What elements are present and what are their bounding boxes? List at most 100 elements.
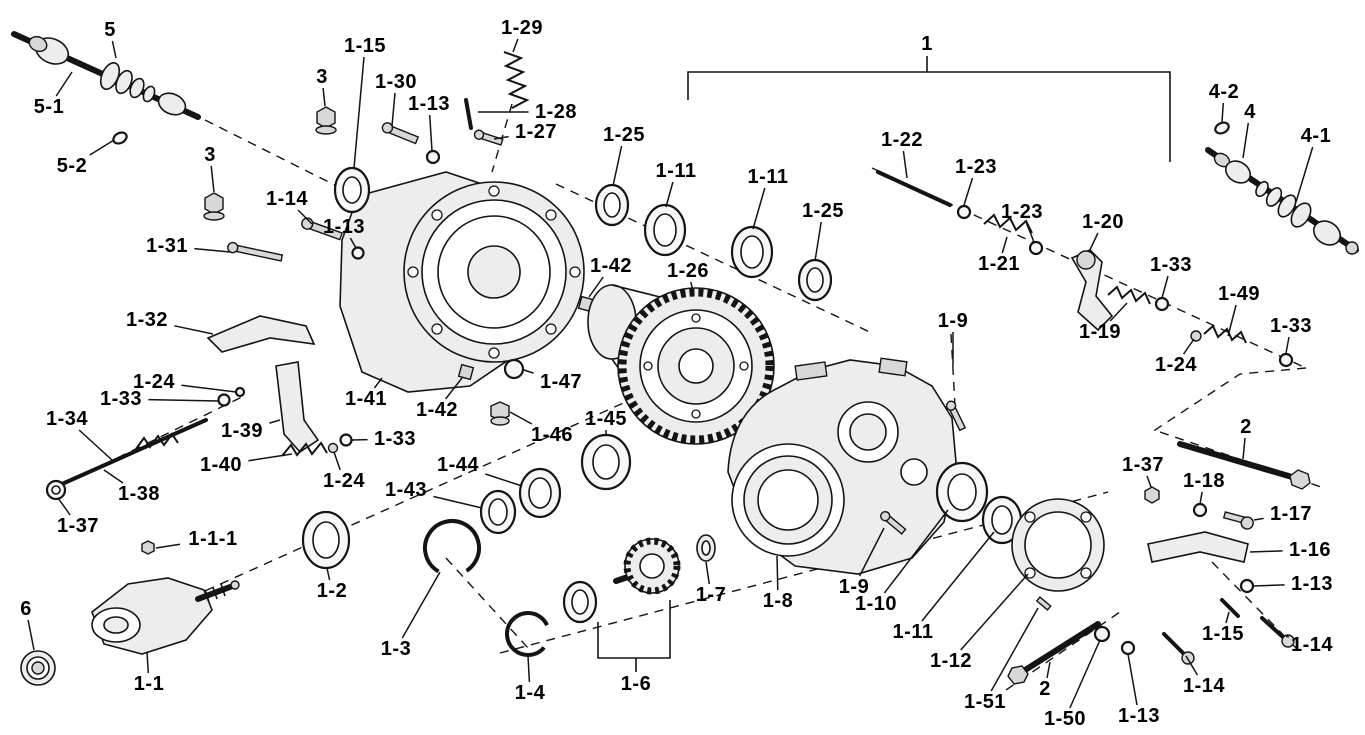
part-label-1-29: 1-29: [500, 17, 544, 39]
leader-line: [705, 561, 711, 585]
leader-line: [391, 92, 396, 127]
leader-line: [297, 209, 313, 225]
leader-line: [1253, 517, 1264, 521]
leader-line: [960, 573, 1029, 651]
leader-line: [401, 571, 441, 639]
part-label-1-46: 1-46: [530, 424, 574, 446]
part-label-2: 2: [1039, 678, 1051, 700]
leader-line: [333, 451, 341, 471]
part-label-1-37: 1-37: [56, 515, 100, 537]
leader-line: [103, 469, 124, 484]
part-label-1-16: 1-16: [1288, 539, 1332, 561]
leader-line: [523, 369, 534, 374]
part-label-1-13: 1-13: [1117, 705, 1161, 727]
part-label-1-19: 1-19: [1078, 321, 1122, 343]
leader-line: [111, 40, 117, 59]
leader-line: [1069, 639, 1101, 709]
part-label-5: 5: [104, 19, 116, 41]
leader-line: [248, 453, 293, 462]
input-yoke-group: [20, 433, 632, 686]
part-label-1-33: 1-33: [1269, 315, 1313, 337]
part-label-1-6: 1-6: [620, 673, 652, 695]
leader-line: [210, 165, 215, 193]
leader-line: [181, 384, 237, 393]
shift-rod-group: [876, 170, 1294, 368]
part-label-1-13: 1-13: [322, 216, 366, 238]
leader-line: [1285, 635, 1290, 638]
part-label-1-15: 1-15: [343, 35, 387, 57]
leader-line: [665, 181, 674, 208]
part-label-1-4: 1-4: [514, 682, 546, 704]
leader-line: [963, 177, 974, 206]
leader-line: [858, 527, 885, 577]
case-plugs: [457, 295, 595, 426]
leader-line: [1146, 475, 1152, 488]
leader-line: [690, 281, 695, 296]
part-label-1-8: 1-8: [762, 590, 794, 612]
part-label-5-1: 5-1: [33, 96, 65, 118]
leader-line: [752, 187, 766, 230]
part-label-1-51: 1-51: [963, 691, 1007, 713]
differential-assembly: [587, 284, 775, 445]
part-label-1-25: 1-25: [602, 124, 646, 146]
leader-line: [89, 139, 115, 156]
leader-line: [373, 377, 383, 389]
leader-line: [27, 619, 35, 651]
leader-line: [485, 473, 523, 487]
leader-line: [493, 135, 509, 140]
leader-line: [1001, 236, 1008, 254]
part-label-1-34: 1-34: [45, 408, 89, 430]
part-label-1-17: 1-17: [1269, 503, 1313, 525]
part-label-1-24: 1-24: [322, 470, 366, 492]
part-label-1-14: 1-14: [1182, 675, 1226, 697]
mounting-nuts: [203, 106, 337, 221]
leader-line: [269, 419, 281, 424]
leader-line: [445, 377, 463, 400]
part-label-1-28: 1-28: [534, 101, 578, 123]
leader-line: [326, 567, 331, 581]
leader-line: [509, 411, 533, 425]
part-label-1-14: 1-14: [1290, 634, 1334, 656]
part-label-1-12: 1-12: [929, 650, 973, 672]
part-label-1-3: 1-3: [380, 638, 412, 660]
part-label-1-31: 1-31: [145, 235, 189, 257]
part-label-1-1-1: 1-1-1: [188, 528, 238, 550]
part-label-1-33: 1-33: [99, 388, 143, 410]
leader-line: [1285, 336, 1290, 354]
part-label-4: 4: [1244, 101, 1256, 123]
part-label-3: 3: [204, 144, 216, 166]
leader-line: [322, 87, 326, 107]
part-label-1-50: 1-50: [1043, 708, 1087, 730]
leader-line: [588, 276, 604, 298]
part-label-1-41: 1-41: [344, 388, 388, 410]
part-label-1-49: 1-49: [1217, 283, 1261, 305]
part-label-1-9: 1-9: [838, 576, 870, 598]
leader-line: [55, 71, 73, 97]
part-label-1-21: 1-21: [977, 253, 1021, 275]
part-label-5-2: 5-2: [56, 155, 88, 177]
part-label-1-14: 1-14: [265, 188, 309, 210]
front-gear-case: [333, 166, 585, 393]
through-bolts: [1007, 441, 1311, 685]
part-label-1-33: 1-33: [373, 428, 417, 450]
part-label-1-18: 1-18: [1182, 470, 1226, 492]
left-drive-shaft: [11, 31, 201, 145]
part-label-1-37: 1-37: [1121, 454, 1165, 476]
leader-line: [1046, 661, 1051, 679]
leader-line: [1199, 491, 1203, 505]
part-label-1-38: 1-38: [117, 483, 161, 505]
part-label-1-11: 1-11: [747, 166, 789, 188]
leader-line: [776, 555, 779, 591]
part-label-1-22: 1-22: [880, 129, 924, 151]
part-label-1-32: 1-32: [125, 309, 169, 331]
leader-line: [353, 56, 365, 169]
leader-line: [174, 325, 214, 335]
part-label-1-2: 1-2: [316, 580, 348, 602]
part-label-1-33: 1-33: [1149, 254, 1193, 276]
seal-bearing-row: [594, 183, 833, 302]
leader-line: [1161, 275, 1169, 299]
part-label-1-1: 1-1: [133, 673, 165, 695]
leader-line: [1127, 653, 1138, 706]
